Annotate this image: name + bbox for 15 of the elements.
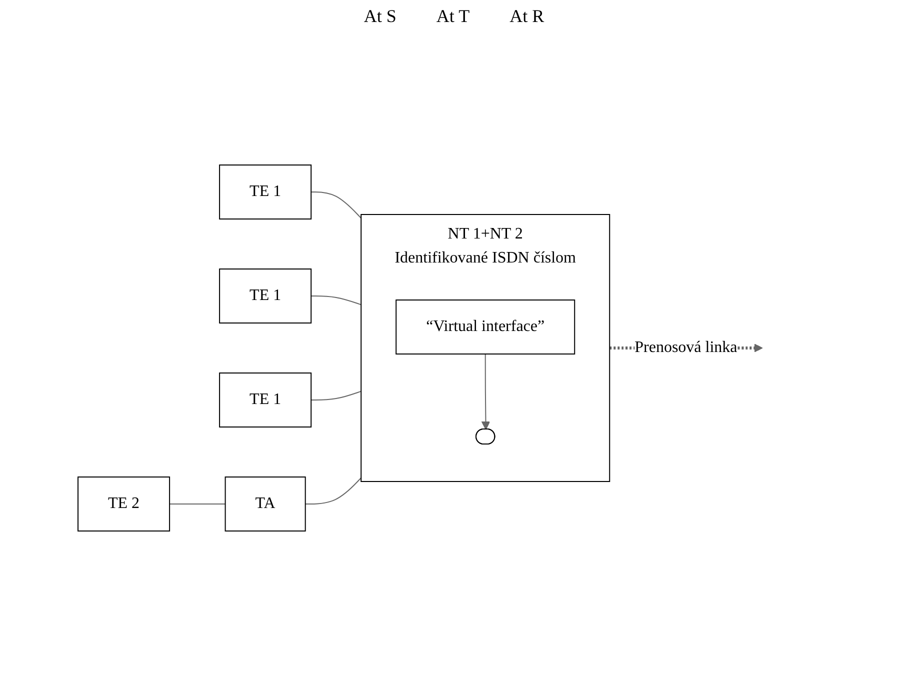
connector (310, 192, 362, 219)
reference-point-label: At S (364, 6, 396, 27)
node-box: TA (224, 476, 306, 532)
edge-label: Prenosová linka (634, 339, 738, 356)
node-box: TE 1 (218, 164, 312, 220)
connector (310, 390, 362, 400)
node-box: TE 2 (77, 476, 170, 532)
node-box: TE 1 (218, 268, 312, 324)
reference-point-label: At R (510, 6, 544, 27)
node-box: “Virtual interface” (395, 300, 575, 354)
connector (310, 296, 362, 306)
node-box: TE 1 (218, 372, 312, 428)
connector (304, 477, 362, 504)
reference-point-label: At T (436, 6, 470, 27)
arrow (481, 354, 490, 430)
